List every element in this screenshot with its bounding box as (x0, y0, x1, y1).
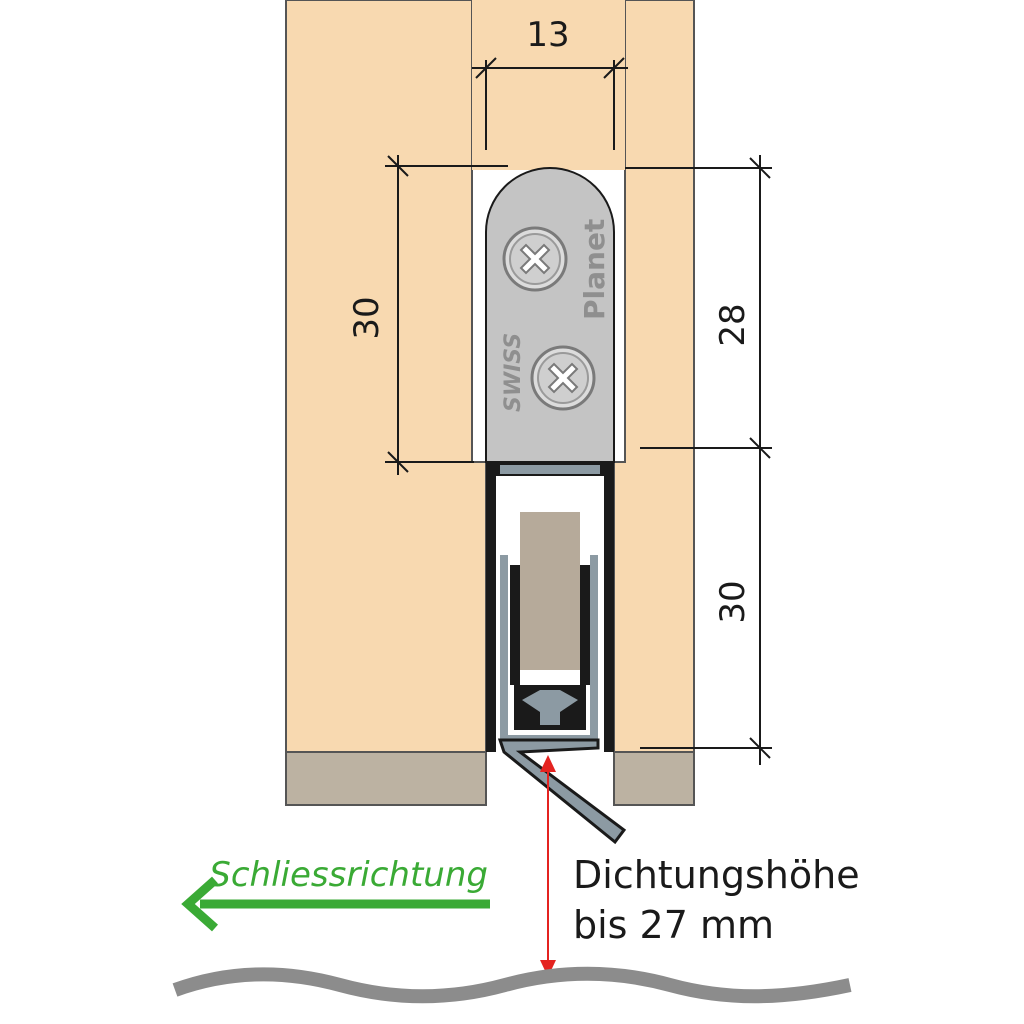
dimension-plate-height-label: 30 (347, 296, 387, 339)
plate-origin-text: SWISS (501, 333, 526, 412)
door-bottom-strip-right (613, 751, 695, 806)
seal-height-arrow (540, 755, 556, 977)
mounting-plate: Planet SWISS (485, 167, 615, 463)
plate-brand-text: Planet (578, 219, 611, 320)
profile-wall-right (604, 462, 614, 752)
door-top-fill (472, 0, 625, 170)
dimension-lines (385, 57, 772, 765)
door-right-part (613, 0, 695, 806)
seal-height-label-line2: bis 27 mm (573, 903, 774, 947)
dimension-right-top-label: 28 (713, 303, 753, 346)
door-left-part (285, 0, 487, 806)
door-leaf (285, 0, 695, 806)
seal-profile (486, 462, 627, 845)
seal-height-label-line1: Dichtungshöhe (573, 853, 860, 897)
closing-direction-arrow-icon (181, 876, 490, 932)
screw-bottom-icon (530, 345, 596, 411)
dimension-right-bottom-label: 30 (713, 580, 753, 623)
door-bottom-strip-left (285, 751, 487, 806)
floor-surface (172, 966, 852, 1004)
inner-rail-left (510, 565, 520, 685)
dimension-width-label: 13 (526, 15, 569, 55)
seal-lip (497, 738, 627, 845)
profile-top-inner (500, 465, 600, 474)
profile-wall-left (486, 462, 496, 752)
seal-core-inner (522, 690, 578, 725)
inner-rail-right (580, 565, 590, 685)
closing-direction-label: Schliessrichtung (209, 855, 488, 895)
screw-top-icon (502, 226, 568, 292)
moving-block (520, 512, 580, 670)
